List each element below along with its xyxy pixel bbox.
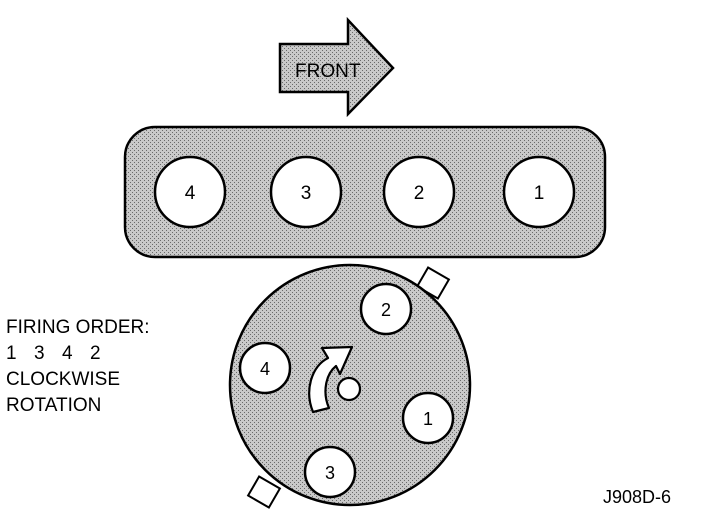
figure-id: J908D-6 (603, 487, 672, 507)
firing-order-item: 2 (90, 343, 101, 364)
cylinder-label: 1 (534, 183, 545, 204)
engine-cylinder-1: 1 (502, 155, 576, 229)
distributor-cap: 2 4 1 3 (228, 263, 472, 509)
engine-cylinder-3: 3 (269, 155, 343, 229)
firing-order-title: FIRING ORDER: (6, 317, 150, 338)
rotor-shaft (336, 376, 362, 402)
rotation-line-2: ROTATION (6, 395, 102, 416)
firing-order-item: 3 (34, 343, 45, 364)
front-label: FRONT (295, 61, 361, 82)
terminal-label: 3 (325, 463, 335, 483)
distributor-terminal-1: 1 (401, 391, 455, 445)
terminal-label: 4 (260, 359, 270, 379)
engine-cylinder-2: 2 (382, 155, 456, 229)
firing-order-item: 1 (6, 343, 17, 364)
front-arrow: FRONT (278, 16, 395, 118)
cylinder-label: 3 (301, 183, 312, 204)
engine-block: 4 3 2 1 (123, 125, 607, 259)
distributor-tab-lower (246, 475, 282, 509)
terminal-label: 1 (423, 409, 433, 429)
rotation-line-1: CLOCKWISE (6, 369, 121, 390)
distributor-terminal-4: 4 (238, 341, 292, 395)
cylinder-label: 2 (414, 183, 425, 204)
rotation-arrow (308, 345, 354, 414)
distributor-terminal-2: 2 (359, 282, 413, 336)
engine-cylinder-4: 4 (153, 155, 227, 229)
cylinder-label: 4 (185, 183, 196, 204)
firing-order-item: 4 (62, 343, 73, 364)
distributor-terminal-3: 3 (303, 445, 357, 499)
terminal-label: 2 (381, 300, 391, 320)
